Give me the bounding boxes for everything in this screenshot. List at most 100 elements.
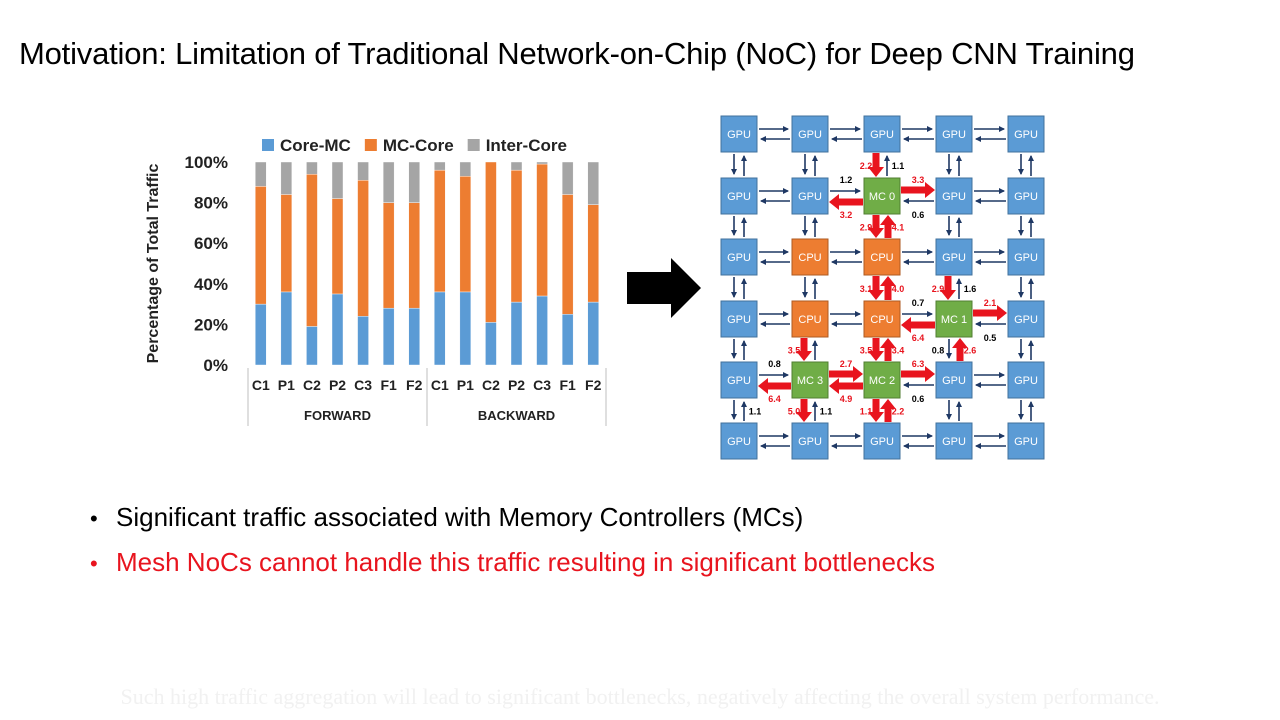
- legend-swatch: [364, 139, 377, 151]
- gpu-node: [935, 115, 973, 153]
- bar-segment: [408, 161, 420, 203]
- bullet-text: Significant traffic associated with Memo…: [116, 502, 804, 532]
- bar-segment: [536, 295, 548, 366]
- bar-segment: [587, 301, 599, 366]
- x-tick-label: C2: [482, 377, 500, 393]
- hot-link-arrow: [829, 378, 863, 394]
- node-label: GPU: [870, 129, 894, 141]
- bullet-text: Mesh NoCs cannot handle this traffic res…: [116, 547, 935, 577]
- x-tick-label: C1: [431, 377, 449, 393]
- cpu-node: [863, 300, 901, 338]
- y-tick-label: 100%: [185, 153, 228, 172]
- gpu-node: [720, 300, 758, 338]
- x-tick-label: F2: [585, 377, 602, 393]
- bar-segment: [357, 316, 369, 366]
- hot-link-arrow: [880, 338, 896, 361]
- gpu-node: [1007, 361, 1045, 399]
- gpu-node: [1007, 238, 1045, 276]
- slide-title: Motivation: Limitation of Traditional Ne…: [19, 36, 1135, 71]
- node-label: GPU: [942, 436, 966, 448]
- bar-segment: [408, 202, 420, 309]
- node-label: MC 1: [941, 314, 967, 326]
- gpu-node: [935, 422, 973, 460]
- legend-swatch: [467, 139, 480, 151]
- node-label: GPU: [727, 375, 751, 387]
- cpu-node: [791, 238, 829, 276]
- y-tick-label: 20%: [194, 315, 228, 334]
- flow-label: 4.0: [892, 284, 905, 294]
- cpu-node: [791, 300, 829, 338]
- bar-segment: [357, 180, 369, 317]
- hot-link-arrow: [880, 215, 896, 238]
- node-label: GPU: [1014, 375, 1038, 387]
- gpu-node: [791, 177, 829, 215]
- node-label: GPU: [942, 375, 966, 387]
- node-label: GPU: [1014, 436, 1038, 448]
- gpu-node: [720, 422, 758, 460]
- bar-segment: [510, 169, 523, 303]
- hot-link-arrow: [868, 215, 884, 238]
- hot-link-arrow: [901, 366, 935, 382]
- node-label: GPU: [942, 252, 966, 264]
- bar-segment: [536, 163, 548, 297]
- node-label: GPU: [942, 191, 966, 203]
- flow-label: 2.1: [984, 298, 997, 308]
- right-arrow-icon: [627, 258, 701, 318]
- bar-segment: [382, 202, 395, 309]
- bar-segment: [485, 161, 497, 323]
- node-label: MC 3: [797, 375, 823, 387]
- bar-segment: [255, 161, 267, 187]
- flow-label: 6.4: [912, 333, 925, 343]
- bar-segment: [280, 291, 293, 366]
- x-tick-label: C1: [252, 377, 270, 393]
- flow-label: 1.1: [820, 407, 833, 417]
- bar-segment: [408, 307, 420, 366]
- flow-label: 6.4: [768, 394, 781, 404]
- bar-segment: [255, 186, 267, 305]
- group-label: FORWARD: [304, 408, 371, 423]
- x-tick-label: P2: [329, 377, 346, 393]
- node-label: GPU: [727, 314, 751, 326]
- bar-segment: [357, 161, 369, 181]
- y-tick-label: 40%: [194, 275, 228, 294]
- flow-label: 6.3: [912, 359, 925, 369]
- x-tick-label: F1: [380, 377, 397, 393]
- y-tick-label: 60%: [194, 234, 228, 253]
- mc-node: [791, 361, 829, 399]
- gpu-node: [1007, 177, 1045, 215]
- flow-label: 2.7: [840, 359, 853, 369]
- node-label: GPU: [727, 436, 751, 448]
- flow-label: 0.6: [912, 394, 925, 404]
- gpu-node: [720, 361, 758, 399]
- gpu-node: [720, 177, 758, 215]
- gpu-node: [1007, 300, 1045, 338]
- flow-label: 2.2: [892, 407, 905, 417]
- bullet-dot: •: [90, 551, 98, 576]
- gpu-node: [935, 177, 973, 215]
- bar-segment: [280, 194, 293, 293]
- x-tick-label: F2: [406, 377, 423, 393]
- flow-label: 1.1: [892, 161, 905, 171]
- gpu-node: [791, 115, 829, 153]
- hot-link-arrow: [880, 399, 896, 422]
- hot-link-arrow: [796, 338, 812, 361]
- bar-segment: [306, 161, 318, 175]
- bar-segment: [587, 204, 599, 303]
- hot-link-arrow: [880, 276, 896, 300]
- gpu-node: [1007, 422, 1045, 460]
- flow-label: 4.9: [840, 394, 853, 404]
- gpu-node: [863, 115, 901, 153]
- mc-node: [863, 361, 901, 399]
- bar-segment: [382, 307, 395, 366]
- gpu-node: [720, 238, 758, 276]
- flow-label: 3.5: [788, 346, 801, 356]
- gpu-node: [935, 238, 973, 276]
- hot-link-arrow: [973, 305, 1007, 321]
- x-tick-label: C3: [533, 377, 551, 393]
- y-tick-label: 0%: [203, 356, 228, 375]
- x-tick-label: P1: [457, 377, 474, 393]
- hot-link-arrow: [758, 378, 791, 394]
- flow-label: 1.1: [749, 407, 762, 417]
- gpu-node: [863, 422, 901, 460]
